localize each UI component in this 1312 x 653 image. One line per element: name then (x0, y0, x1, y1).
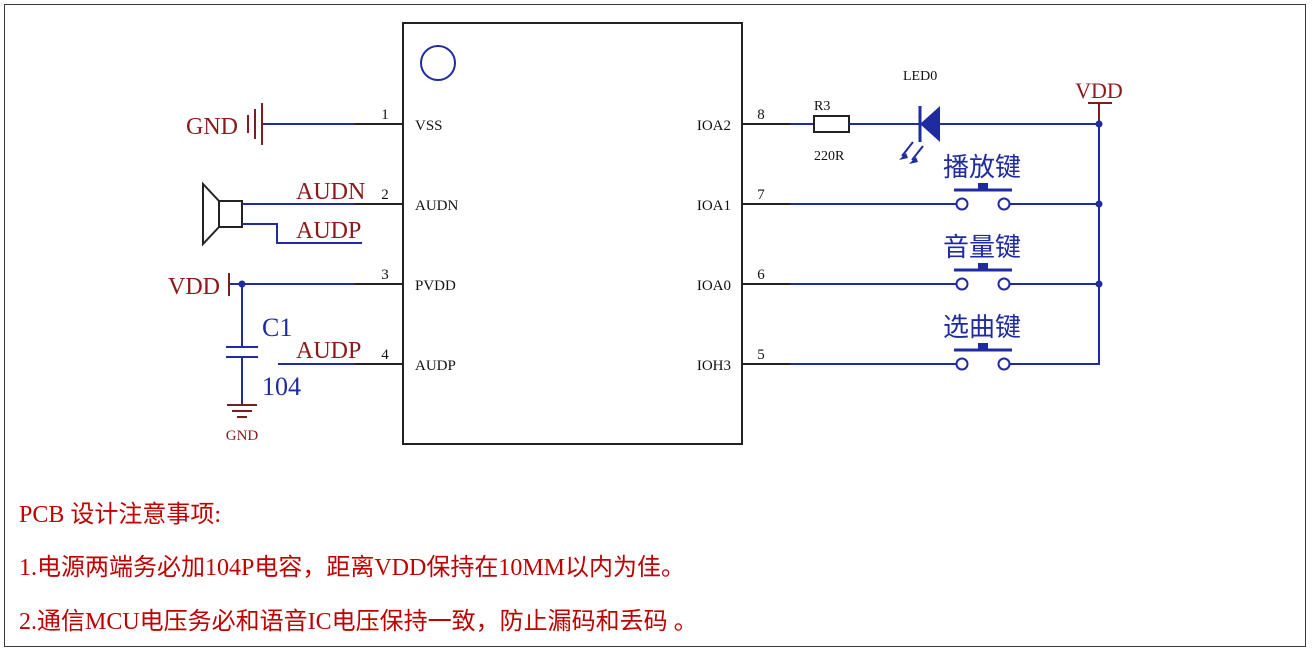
diagram-frame (4, 4, 1306, 647)
pin-4-name: AUDP (415, 358, 456, 374)
pin-8-name: IOA2 (697, 118, 731, 134)
led-ref: LED0 (903, 69, 937, 84)
speaker-icon (202, 181, 243, 247)
pin-3-name: PVDD (415, 278, 456, 294)
pin-1-name: VSS (415, 118, 443, 134)
right-pins (742, 123, 790, 365)
pin1-marker (420, 45, 456, 81)
pin-1-number: 1 (381, 107, 389, 123)
pin-5-name: IOH3 (697, 358, 731, 374)
junction-vdd-top (1095, 120, 1103, 128)
wire-audp-speaker (242, 223, 362, 244)
capacitor-value: 104 (262, 372, 301, 401)
button-select (790, 343, 1012, 371)
pin-4-number: 4 (381, 347, 389, 363)
pin-5-number: 5 (757, 347, 765, 363)
led-icon (899, 106, 940, 164)
left-pins (355, 123, 403, 365)
button-play (790, 183, 1099, 211)
net-label-vdd-left: VDD (168, 274, 220, 300)
notes-line-1: 1.电源两端务必加104P电容，距离VDD保持在10MM以内为佳。 (19, 555, 686, 581)
button-select-label: 选曲键 (943, 313, 1021, 343)
net-label-gnd-left: GND (186, 114, 238, 140)
notes-title: PCB 设计注意事项: (19, 502, 222, 528)
button-play-label: 播放键 (943, 153, 1021, 183)
gnd-icon (247, 103, 263, 145)
net-label-audp-pin4: AUDP (296, 338, 361, 364)
pin-2-number: 2 (381, 187, 389, 203)
capacitor-icon (226, 346, 258, 358)
resistor-icon (813, 115, 850, 133)
resistor-value: 220R (814, 149, 845, 164)
pin-7-name: IOA1 (697, 198, 731, 214)
resistor-ref: R3 (814, 99, 830, 114)
button-volume-label: 音量键 (943, 233, 1021, 263)
net-label-audp-speaker: AUDP (296, 218, 361, 244)
pin-6-name: IOA0 (697, 278, 731, 294)
gnd-bottom-icon (227, 404, 257, 418)
chip-body (402, 22, 743, 445)
pin-6-number: 6 (757, 267, 765, 283)
net-label-gnd-bottom: GND (226, 428, 259, 444)
notes-line-2: 2.通信MCU电压务必和语音IC电压保持一致，防止漏码和丢码 。 (19, 609, 698, 635)
pin-8-number: 8 (757, 107, 765, 123)
vdd-rail (1010, 124, 1100, 365)
pin-3-number: 3 (381, 267, 389, 283)
pin-7-number: 7 (757, 187, 765, 203)
button-volume (790, 263, 1099, 291)
net-label-vdd-right: VDD (1075, 78, 1123, 103)
capacitor-ref: C1 (262, 313, 292, 342)
pin-2-name: AUDN (415, 198, 458, 214)
net-label-audn: AUDN (296, 179, 365, 205)
